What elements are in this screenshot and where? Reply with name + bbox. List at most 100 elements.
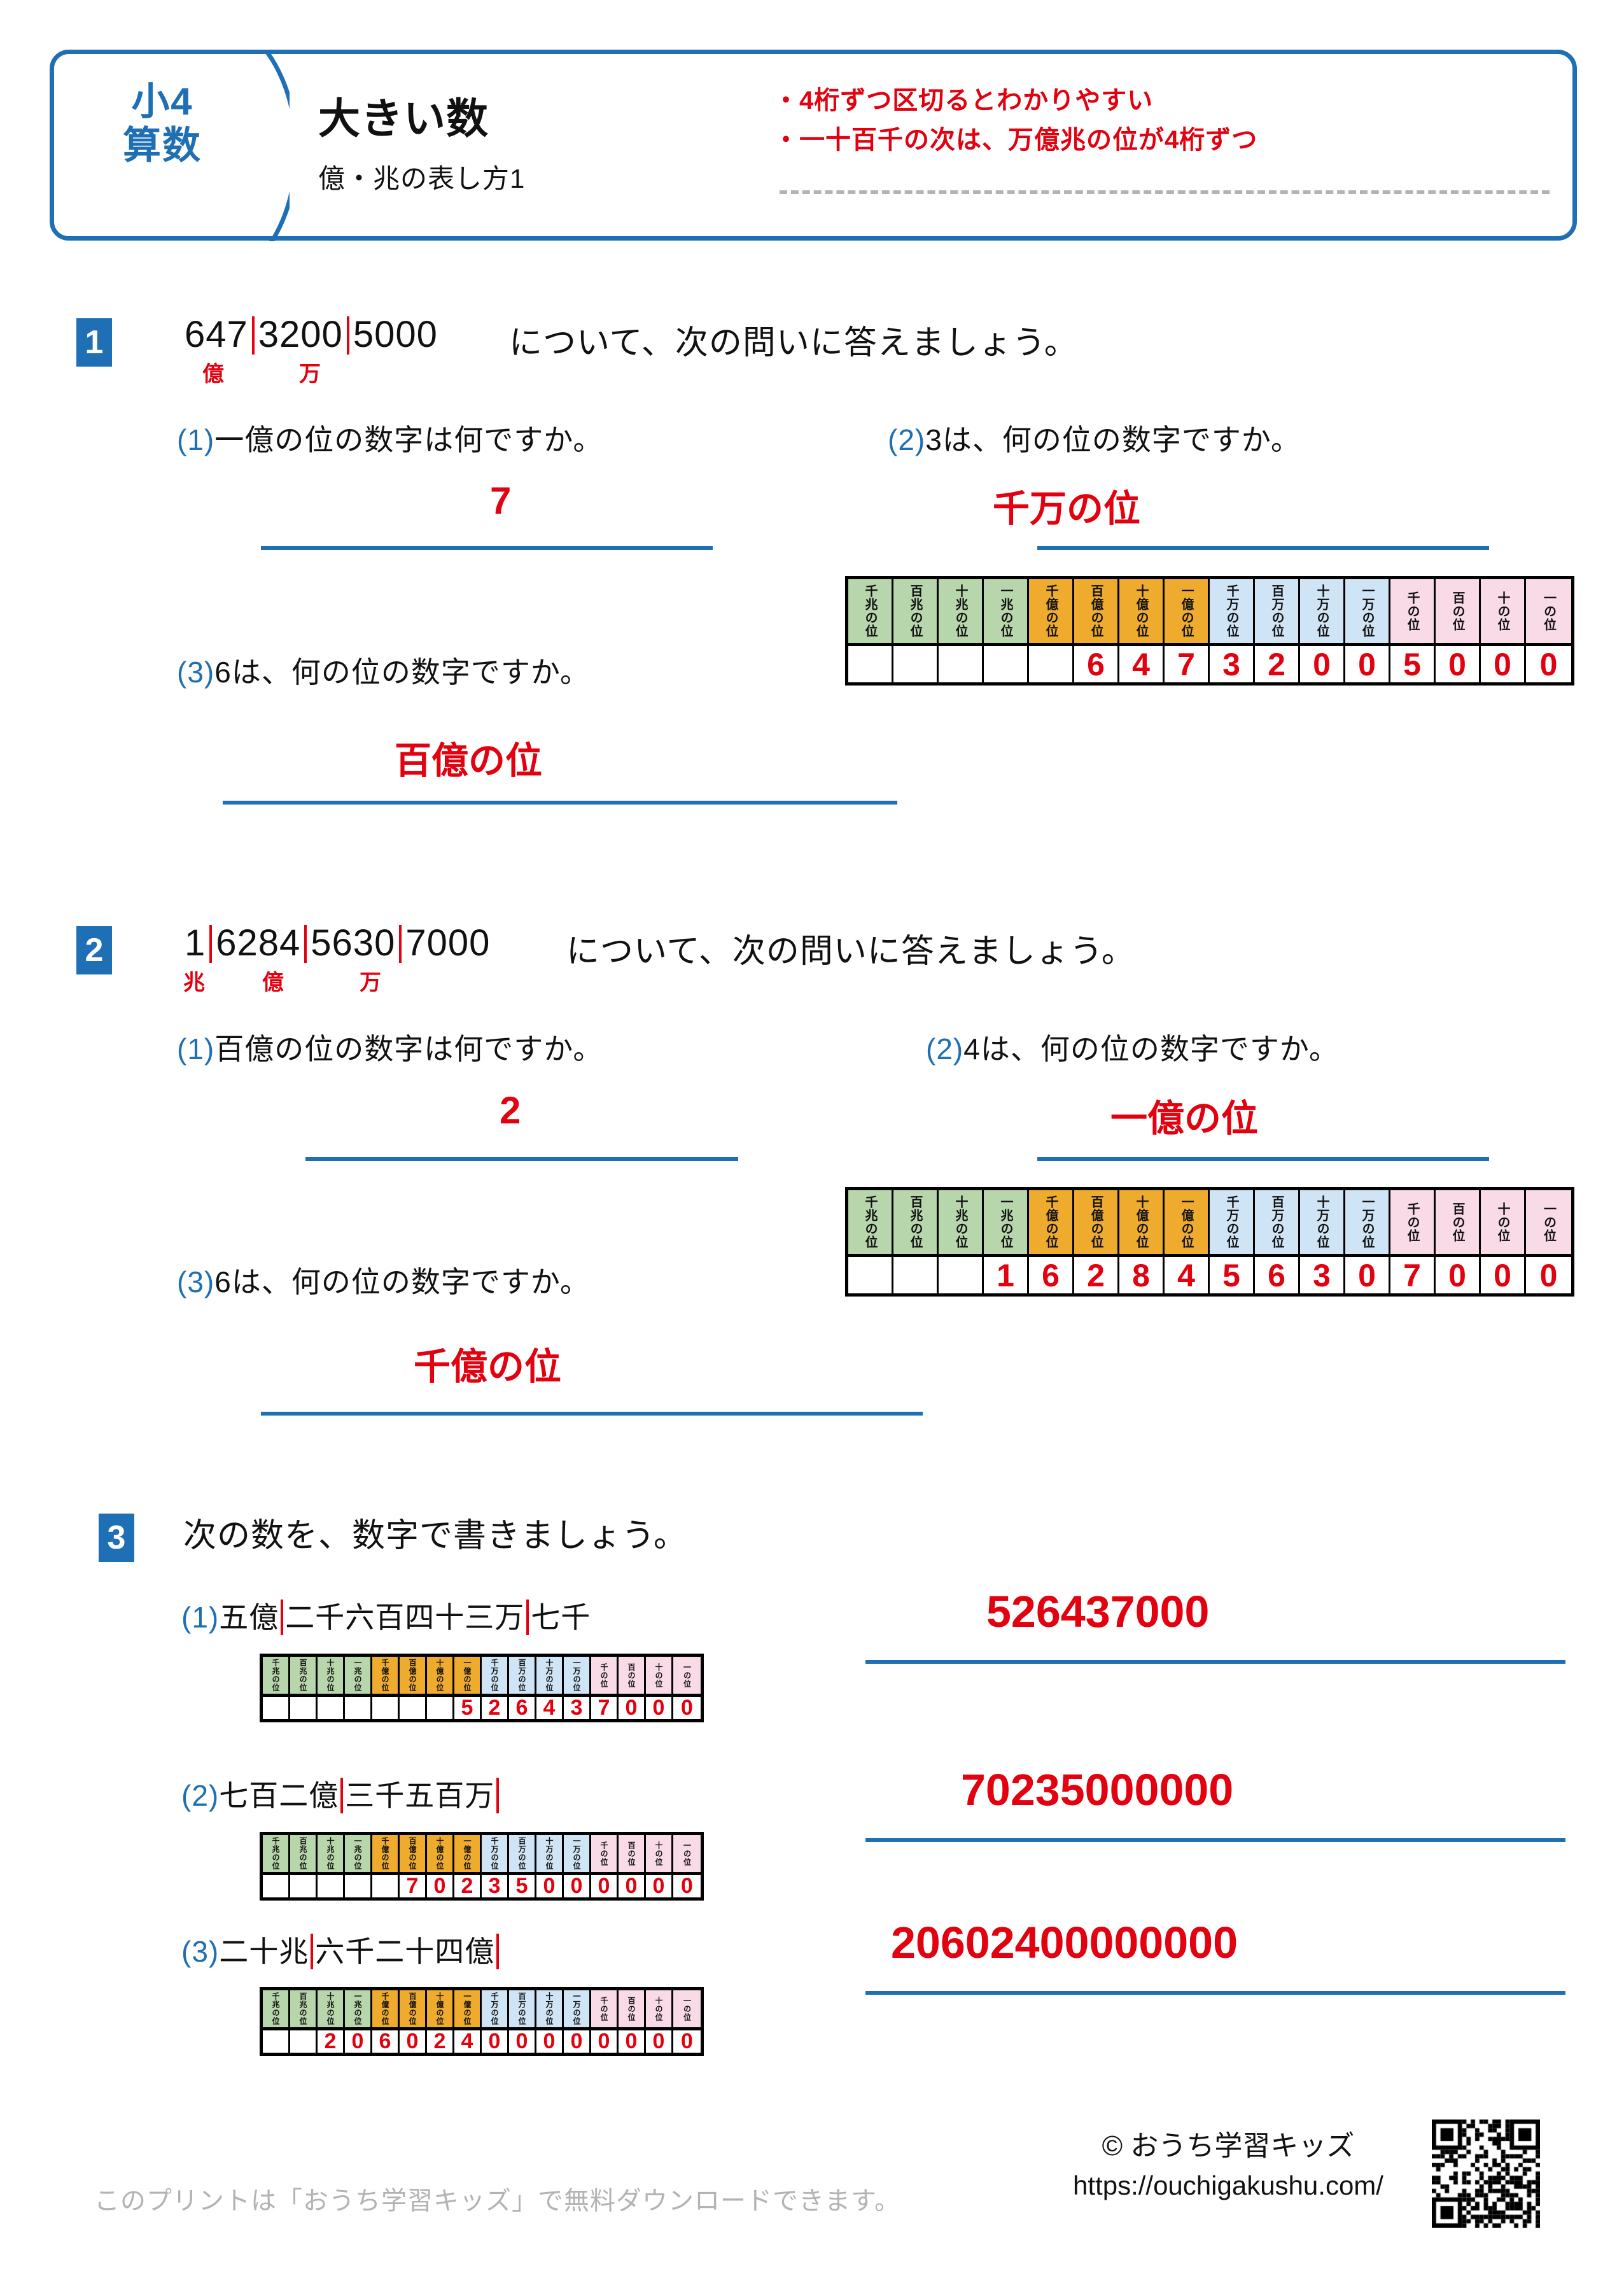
place-value-header-cell: 十兆の位 <box>318 1835 345 1872</box>
q1-item-3-answer: 百億の位 <box>395 740 543 782</box>
place-value-digit-cell <box>848 1254 893 1293</box>
q1-item-2-answer-rule <box>1037 546 1489 550</box>
place-value-header-cell: 百兆の位 <box>290 1835 318 1872</box>
place-value-digit-cell: 0 <box>1436 1254 1481 1293</box>
q2-mark-oku: 億 <box>262 971 284 995</box>
q2-num-part-2: 6284 <box>216 922 301 964</box>
grade-label: 小4 <box>131 80 193 123</box>
place-value-digit-cell: 8 <box>1119 1254 1165 1293</box>
question-2-number: 2 <box>76 926 112 974</box>
place-value-header-cell: 千兆の位 <box>263 1990 290 2027</box>
place-value-digit-cell <box>290 2027 318 2053</box>
place-value-digit-cell: 4 <box>1119 643 1165 682</box>
place-value-digit-cell: 0 <box>1481 1254 1526 1293</box>
place-value-header-cell: 百万の位 <box>1255 1190 1300 1254</box>
place-value-digit-cell: 0 <box>619 1872 646 1898</box>
question-3-number: 3 <box>99 1514 134 1562</box>
q3-item-1-answer: 526437000 <box>986 1587 1210 1636</box>
place-value-header-cell: 十兆の位 <box>939 579 984 643</box>
place-value-header-cell: 一の位 <box>1526 1190 1571 1254</box>
place-value-header-cell: 十兆の位 <box>318 1657 345 1694</box>
place-value-header-cell: 百の位 <box>619 1990 646 2027</box>
place-value-digit-cell: 6 <box>1074 643 1119 682</box>
place-value-digit-cell: 0 <box>509 2027 536 2053</box>
place-value-header-cell: 十億の位 <box>1119 1190 1165 1254</box>
place-value-digit-cell: 1 <box>984 1254 1029 1293</box>
place-value-header-cell: 千の位 <box>591 1990 619 2027</box>
place-value-header-cell: 十万の位 <box>536 1835 564 1872</box>
place-value-digit-cell: 2 <box>318 2027 345 2053</box>
place-value-digit-cell: 5 <box>1390 643 1436 682</box>
place-value-header-row: 千兆の位百兆の位十兆の位一兆の位千億の位百億の位十億の位一億の位千万の位百万の位… <box>263 1657 701 1694</box>
q3-item-3-sep-2 <box>496 1934 500 1969</box>
worksheet-header: 小4 算数 大きい数 億・兆の表し方1 ・4桁ずつ区切るとわかりやすい ・一十百… <box>50 50 1577 241</box>
q3-item-3-kanji-2: 六千二十四億 <box>315 1935 495 1968</box>
place-value-digit-cell: 0 <box>646 2027 673 2053</box>
place-value-header-cell: 一兆の位 <box>984 1190 1029 1254</box>
q3-item-2: (2)七百二億三千五百万 <box>181 1773 501 1815</box>
place-value-digit-cell: 7 <box>400 1872 427 1898</box>
place-value-header-cell: 百万の位 <box>1255 579 1300 643</box>
place-value-header-cell: 千兆の位 <box>263 1835 290 1872</box>
place-value-digit-cell: 0 <box>673 1872 701 1898</box>
q3-item-3-answer-rule <box>865 1991 1565 1995</box>
place-value-header-cell: 十の位 <box>646 1835 673 1872</box>
place-value-header-cell: 千億の位 <box>1029 1190 1074 1254</box>
q2-item-3-answer-rule <box>261 1412 923 1416</box>
q2-num-part-1: 1 <box>185 922 206 964</box>
q3-item-1-kanji-3: 七千 <box>531 1601 591 1634</box>
place-value-header-cell: 十の位 <box>1481 1190 1526 1254</box>
place-value-digit-cell: 5 <box>454 1694 482 1720</box>
place-value-digit-cell: 6 <box>1255 1254 1300 1293</box>
place-value-digit-cell <box>984 643 1029 682</box>
place-value-digit-cell: 0 <box>591 1872 619 1898</box>
q3-item-2-kanji-1: 七百二億 <box>219 1779 339 1812</box>
place-value-digit-cell: 4 <box>536 1694 564 1720</box>
q1-item-2-answer: 千万の位 <box>993 488 1141 530</box>
q3-item-3: (3)二十兆六千二十四億 <box>181 1929 501 1971</box>
place-value-header-cell: 十億の位 <box>427 1657 454 1694</box>
place-value-digit-cell: 5 <box>509 1872 536 1898</box>
question-1-number: 1 <box>76 318 112 367</box>
q2-item-2-answer-rule <box>1037 1157 1489 1161</box>
place-value-header-row: 千兆の位百兆の位十兆の位一兆の位千億の位百億の位十億の位一億の位千万の位百万の位… <box>263 1990 701 2027</box>
place-value-digit-cell: 0 <box>482 2027 509 2053</box>
place-value-digit-cell: 0 <box>1300 643 1345 682</box>
q2-item-2-answer: 一億の位 <box>1110 1098 1259 1139</box>
place-value-digit-cell <box>290 1872 318 1897</box>
place-value-digit-cell: 6 <box>509 1694 536 1720</box>
q3-item-3-kanji-1: 二十兆 <box>219 1935 309 1968</box>
q3-item-1-answer-rule <box>865 1660 1565 1664</box>
header-notes: ・4桁ずつ区切るとわかりやすい ・一十百千の次は、万億兆の位が4桁ずつ <box>773 81 1556 160</box>
footer-note: このプリントは「おうち学習キッズ」で無料ダウンロードできます。 <box>94 2187 900 2215</box>
place-value-digit-cell: 0 <box>564 1872 591 1898</box>
q3-item-1-kanji-1: 五億 <box>219 1601 279 1634</box>
place-value-header-cell: 千兆の位 <box>263 1657 290 1694</box>
q1-num-part-3: 5000 <box>353 314 438 355</box>
place-value-digit-cell <box>263 1694 290 1719</box>
q2-item-2-text: 4は、何の位の数字ですか。 <box>963 1032 1339 1065</box>
place-value-header-cell: 百億の位 <box>400 1657 427 1694</box>
q1-item-2-label: (2) <box>888 423 926 456</box>
q3-item-2-sep-2 <box>496 1778 500 1813</box>
place-value-header-cell: 百億の位 <box>1074 1190 1119 1254</box>
q2-separator-3 <box>399 925 402 963</box>
q3-item-3-answer: 20602400000000 <box>891 1918 1238 1967</box>
place-value-header-cell: 十万の位 <box>1300 579 1345 643</box>
place-value-digit-cell <box>893 1254 939 1293</box>
q1-item-1-answer-rule <box>261 546 713 550</box>
place-value-header-cell: 百兆の位 <box>893 579 939 643</box>
q2-item-1-label: (1) <box>177 1032 215 1065</box>
header-title-group: 大きい数 億・兆の表し方1 <box>318 85 525 196</box>
place-value-digit-cell: 0 <box>1526 1254 1571 1293</box>
place-value-digit-cell <box>848 643 893 682</box>
place-value-header-row: 千兆の位百兆の位十兆の位一兆の位千億の位百億の位十億の位一億の位千万の位百万の位… <box>263 1835 701 1872</box>
footer-credit: © おうち学習キッズ https://ouchigakushu.com/ <box>993 2126 1464 2205</box>
place-value-header-cell: 千億の位 <box>1029 579 1074 643</box>
place-value-digit-cell <box>318 1872 345 1897</box>
place-value-header-cell: 千万の位 <box>482 1835 509 1872</box>
